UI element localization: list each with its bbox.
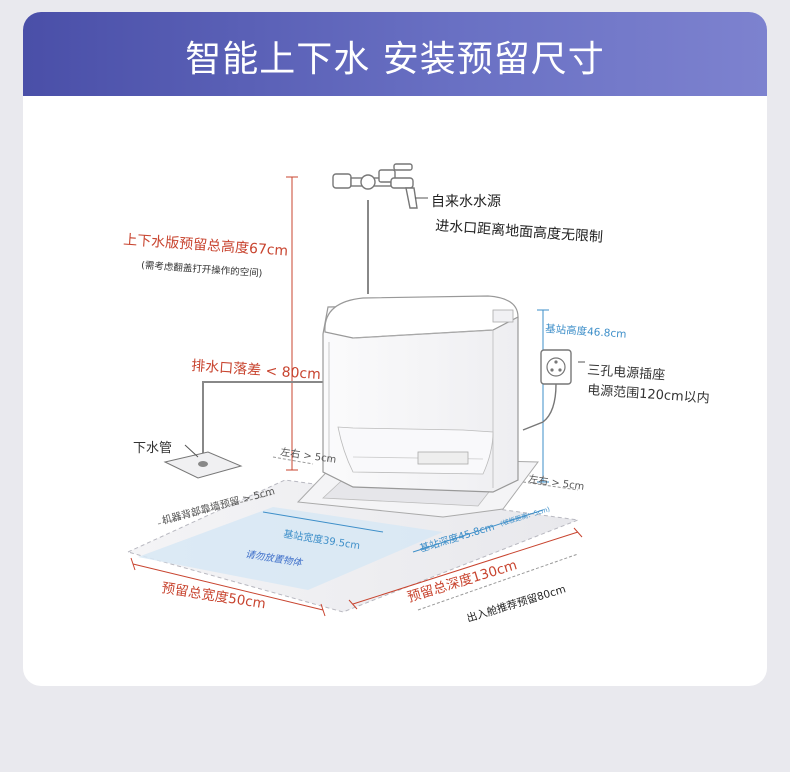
keep-clear-zone	[138, 507, 443, 590]
reserved-height-label: 上下水版预留总高度67cm	[123, 231, 289, 259]
drain-drop-label: 排水口落差 < 80cm	[191, 358, 322, 383]
reserved-depth-line	[352, 531, 579, 605]
faucet-icon	[332, 163, 418, 209]
inlet-height-label: 进水口距离地面高度无限制	[435, 217, 604, 246]
station-width-line	[262, 511, 384, 533]
water-source-label: 自来水水源	[431, 194, 501, 210]
exit-reserve-label: 出入舱推荐预留80cm	[465, 582, 567, 625]
socket-range-label: 电源范围120cm以内	[587, 382, 710, 407]
right-clearance-label: 左右 > 5cm	[528, 472, 586, 493]
base-station	[296, 295, 539, 518]
main-card: 智能上下水 安装预留尺寸	[23, 12, 767, 686]
power-cable	[522, 383, 557, 431]
power-socket-icon	[540, 349, 572, 385]
installation-diagram: 自来水水源 进水口距离地面高度无限制 上下水版预留总高度67cm (需考虑翻盖打…	[123, 163, 710, 625]
station-height-label: 基站高度46.8cm	[545, 322, 627, 341]
station-depth-line	[412, 509, 544, 553]
reserved-height-note: (需考虑翻盖打开操作的空间)	[141, 259, 263, 279]
drain-pipe-label: 下水管	[133, 441, 172, 456]
socket-label: 三孔电源插座	[587, 363, 666, 383]
title-banner: 智能上下水 安装预留尺寸	[23, 12, 767, 96]
page-title: 智能上下水 安装预留尺寸	[185, 39, 605, 80]
reserved-width-line	[132, 563, 324, 611]
